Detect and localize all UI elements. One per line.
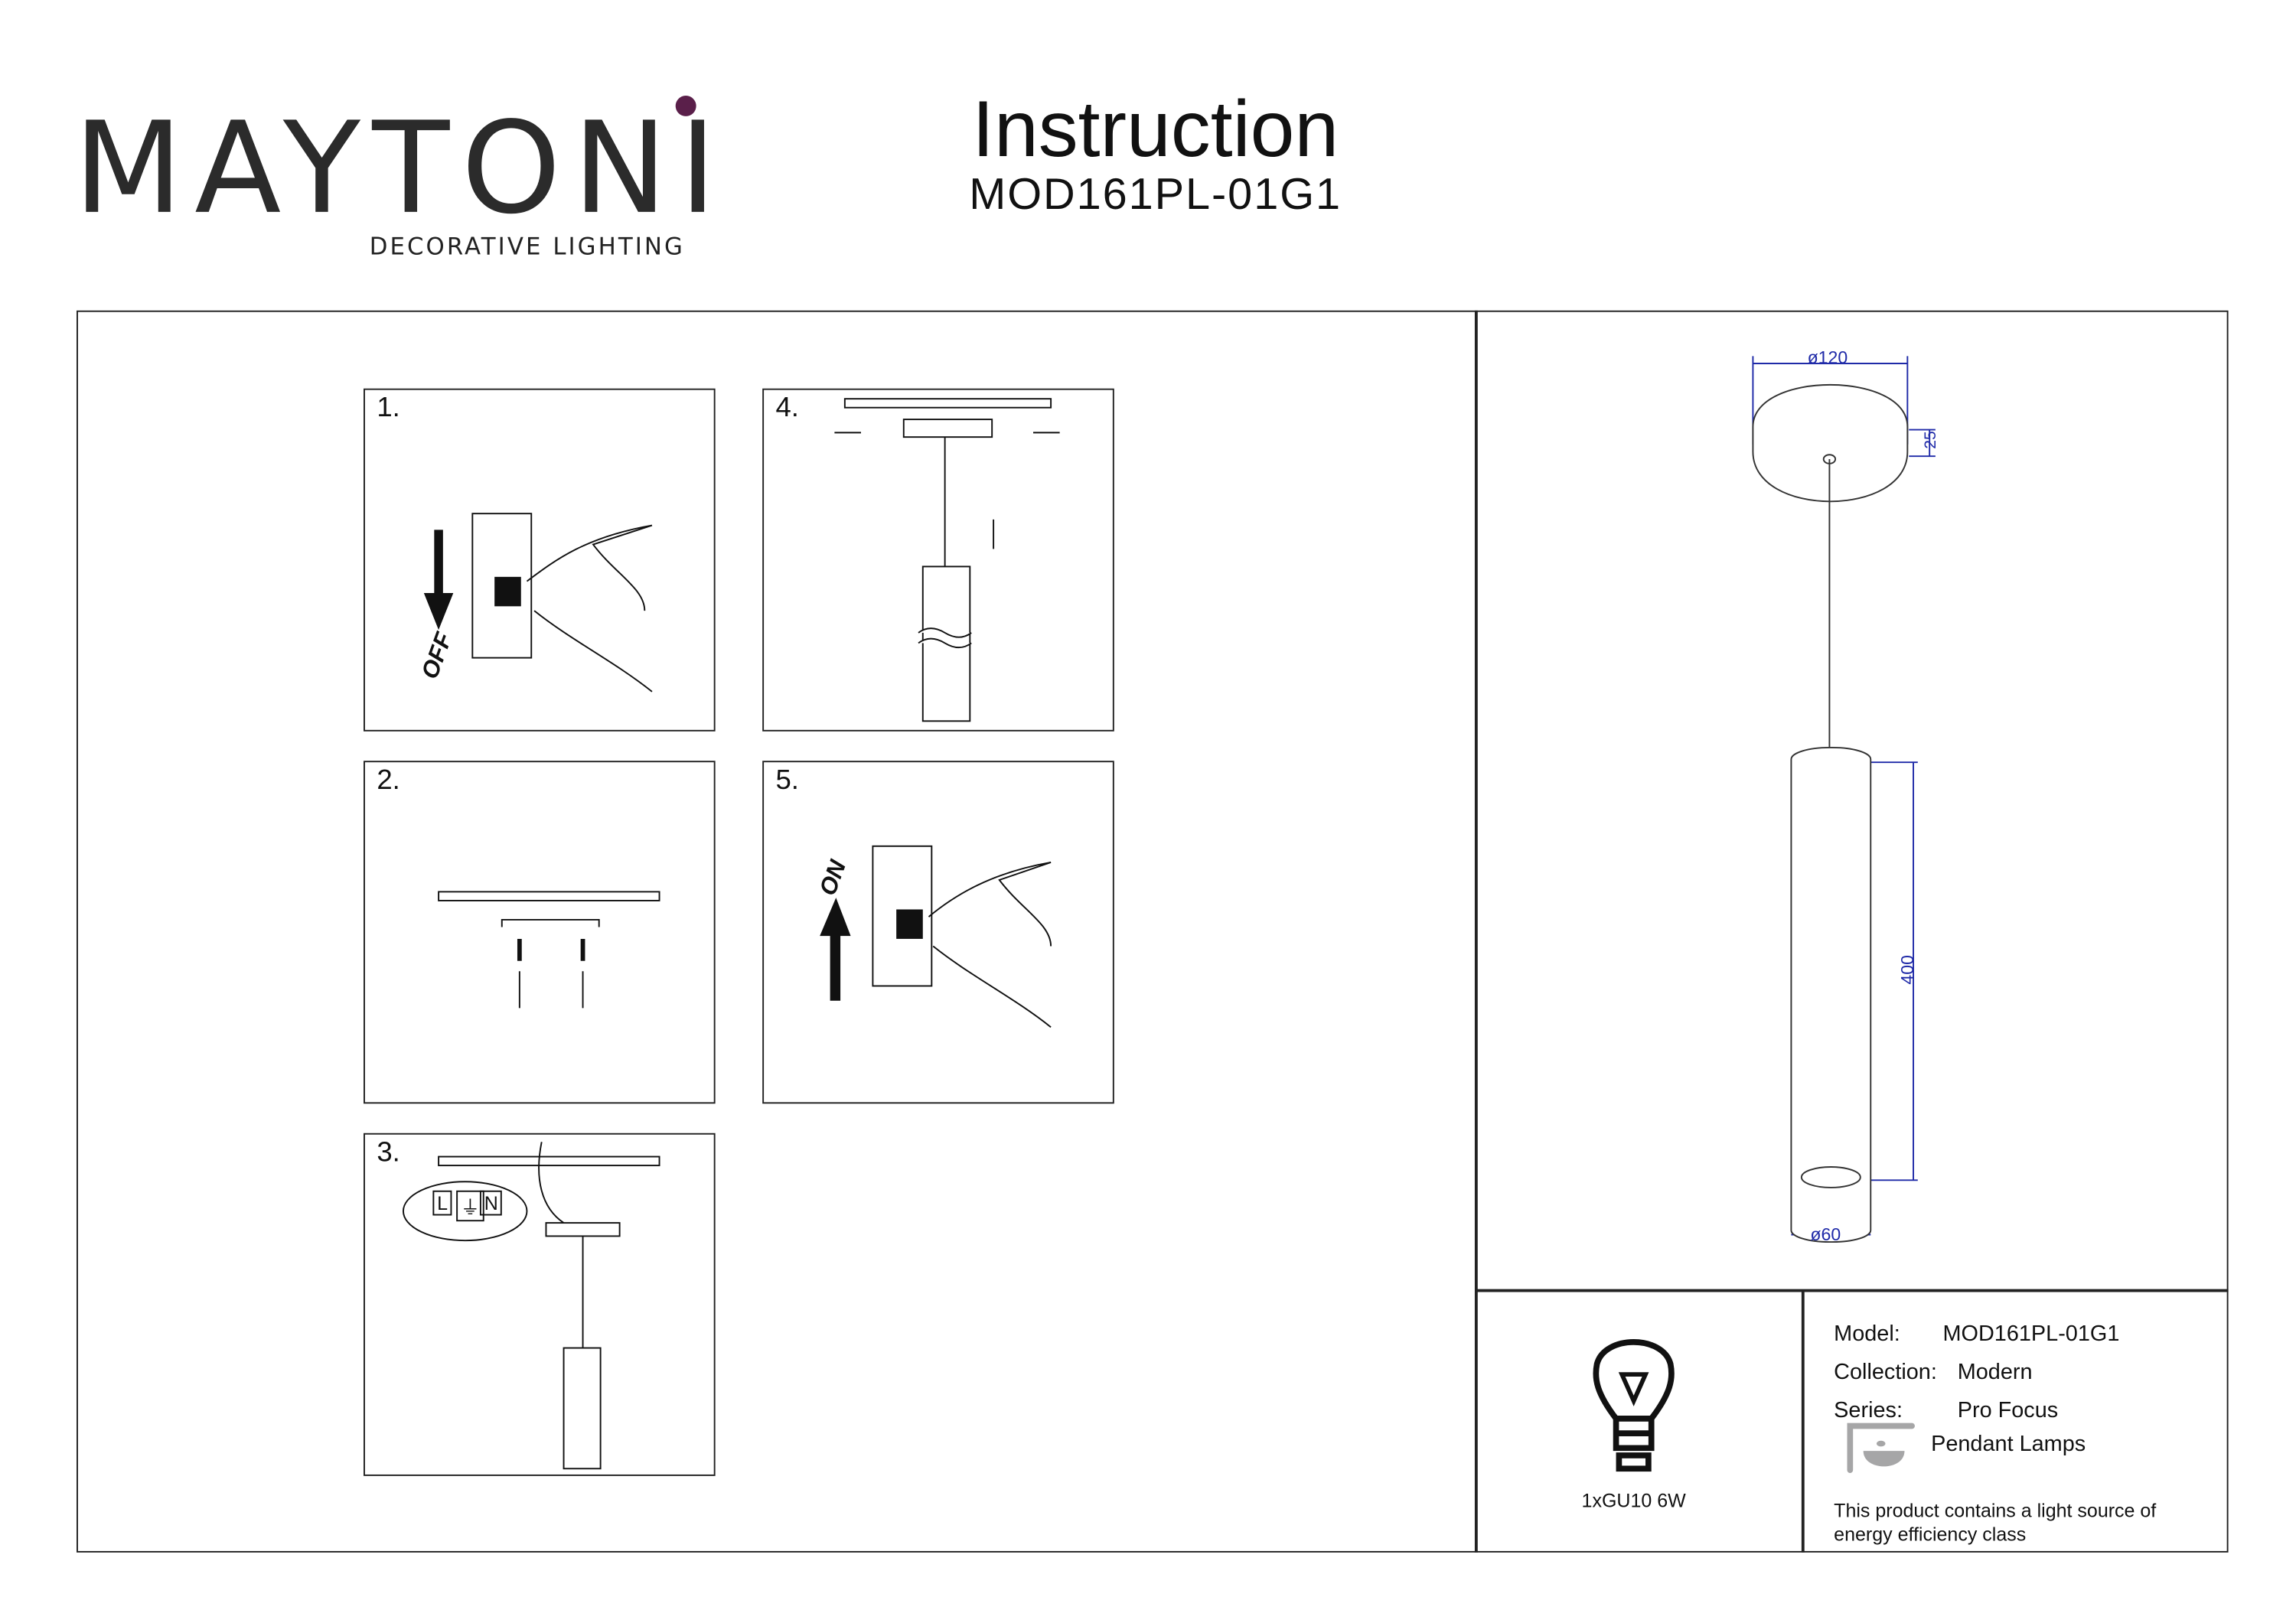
category: Pendant Lamps bbox=[1931, 1432, 2086, 1457]
step-number: 4. bbox=[775, 393, 799, 424]
step-2-panel: 2. bbox=[364, 761, 716, 1104]
terminal-ground: ⏚ bbox=[456, 1190, 484, 1222]
technical-drawing bbox=[1752, 356, 1936, 1243]
wiring-illustration bbox=[402, 1142, 660, 1470]
step-number: 3. bbox=[377, 1137, 400, 1168]
bulb-spec: 1xGU10 6W bbox=[1581, 1489, 1686, 1512]
body-diameter: ø60 bbox=[1810, 1224, 1841, 1245]
step-number: 1. bbox=[377, 393, 400, 424]
divider bbox=[1476, 1289, 2229, 1292]
canopy-height: 25 bbox=[1922, 431, 1940, 449]
switch-off-illustration bbox=[423, 513, 653, 693]
divider bbox=[1474, 310, 1477, 1553]
divider bbox=[1801, 1290, 1804, 1553]
switch-on-illustration bbox=[820, 845, 1052, 1028]
step-number: 5. bbox=[775, 765, 799, 797]
page-title: Instruction bbox=[972, 85, 1339, 174]
collection-label: Collection: bbox=[1834, 1359, 1937, 1385]
series-label: Series: bbox=[1834, 1397, 1903, 1423]
instruction-frame bbox=[77, 310, 2229, 1553]
model-value: MOD161PL-01G1 bbox=[1942, 1321, 2120, 1347]
body-length: 400 bbox=[1896, 955, 1918, 985]
terminal-l: L bbox=[432, 1190, 452, 1216]
bracket-illustration bbox=[438, 891, 660, 1009]
energy-note-line2: energy efficiency class bbox=[1834, 1523, 2027, 1546]
pendant-lamp-icon bbox=[1847, 1423, 1915, 1474]
series-value: Pro Focus bbox=[1957, 1397, 2059, 1423]
logo-dot bbox=[675, 96, 696, 116]
bulb-icon bbox=[1593, 1339, 1675, 1472]
collection-value: Modern bbox=[1957, 1359, 2033, 1385]
step-4-panel: 4. bbox=[762, 388, 1114, 732]
terminal-n: N bbox=[479, 1190, 503, 1216]
model-label: Model: bbox=[1834, 1321, 1900, 1347]
step-5-panel: 5. ON bbox=[762, 761, 1114, 1104]
step-3-panel: 3. L ⏚ N bbox=[364, 1133, 716, 1476]
canopy-diameter: ø120 bbox=[1807, 347, 1848, 368]
model-code: MOD161PL-01G1 bbox=[969, 171, 1342, 220]
step-1-panel: 1. OFF bbox=[364, 388, 716, 732]
brand-logo: MAYTONI bbox=[73, 96, 729, 243]
step-number: 2. bbox=[377, 765, 400, 797]
brand-tagline: DECORATIVE LIGHTING bbox=[369, 232, 685, 261]
mount-illustration bbox=[834, 398, 1060, 722]
energy-note-line1: This product contains a light source of bbox=[1834, 1499, 2157, 1522]
